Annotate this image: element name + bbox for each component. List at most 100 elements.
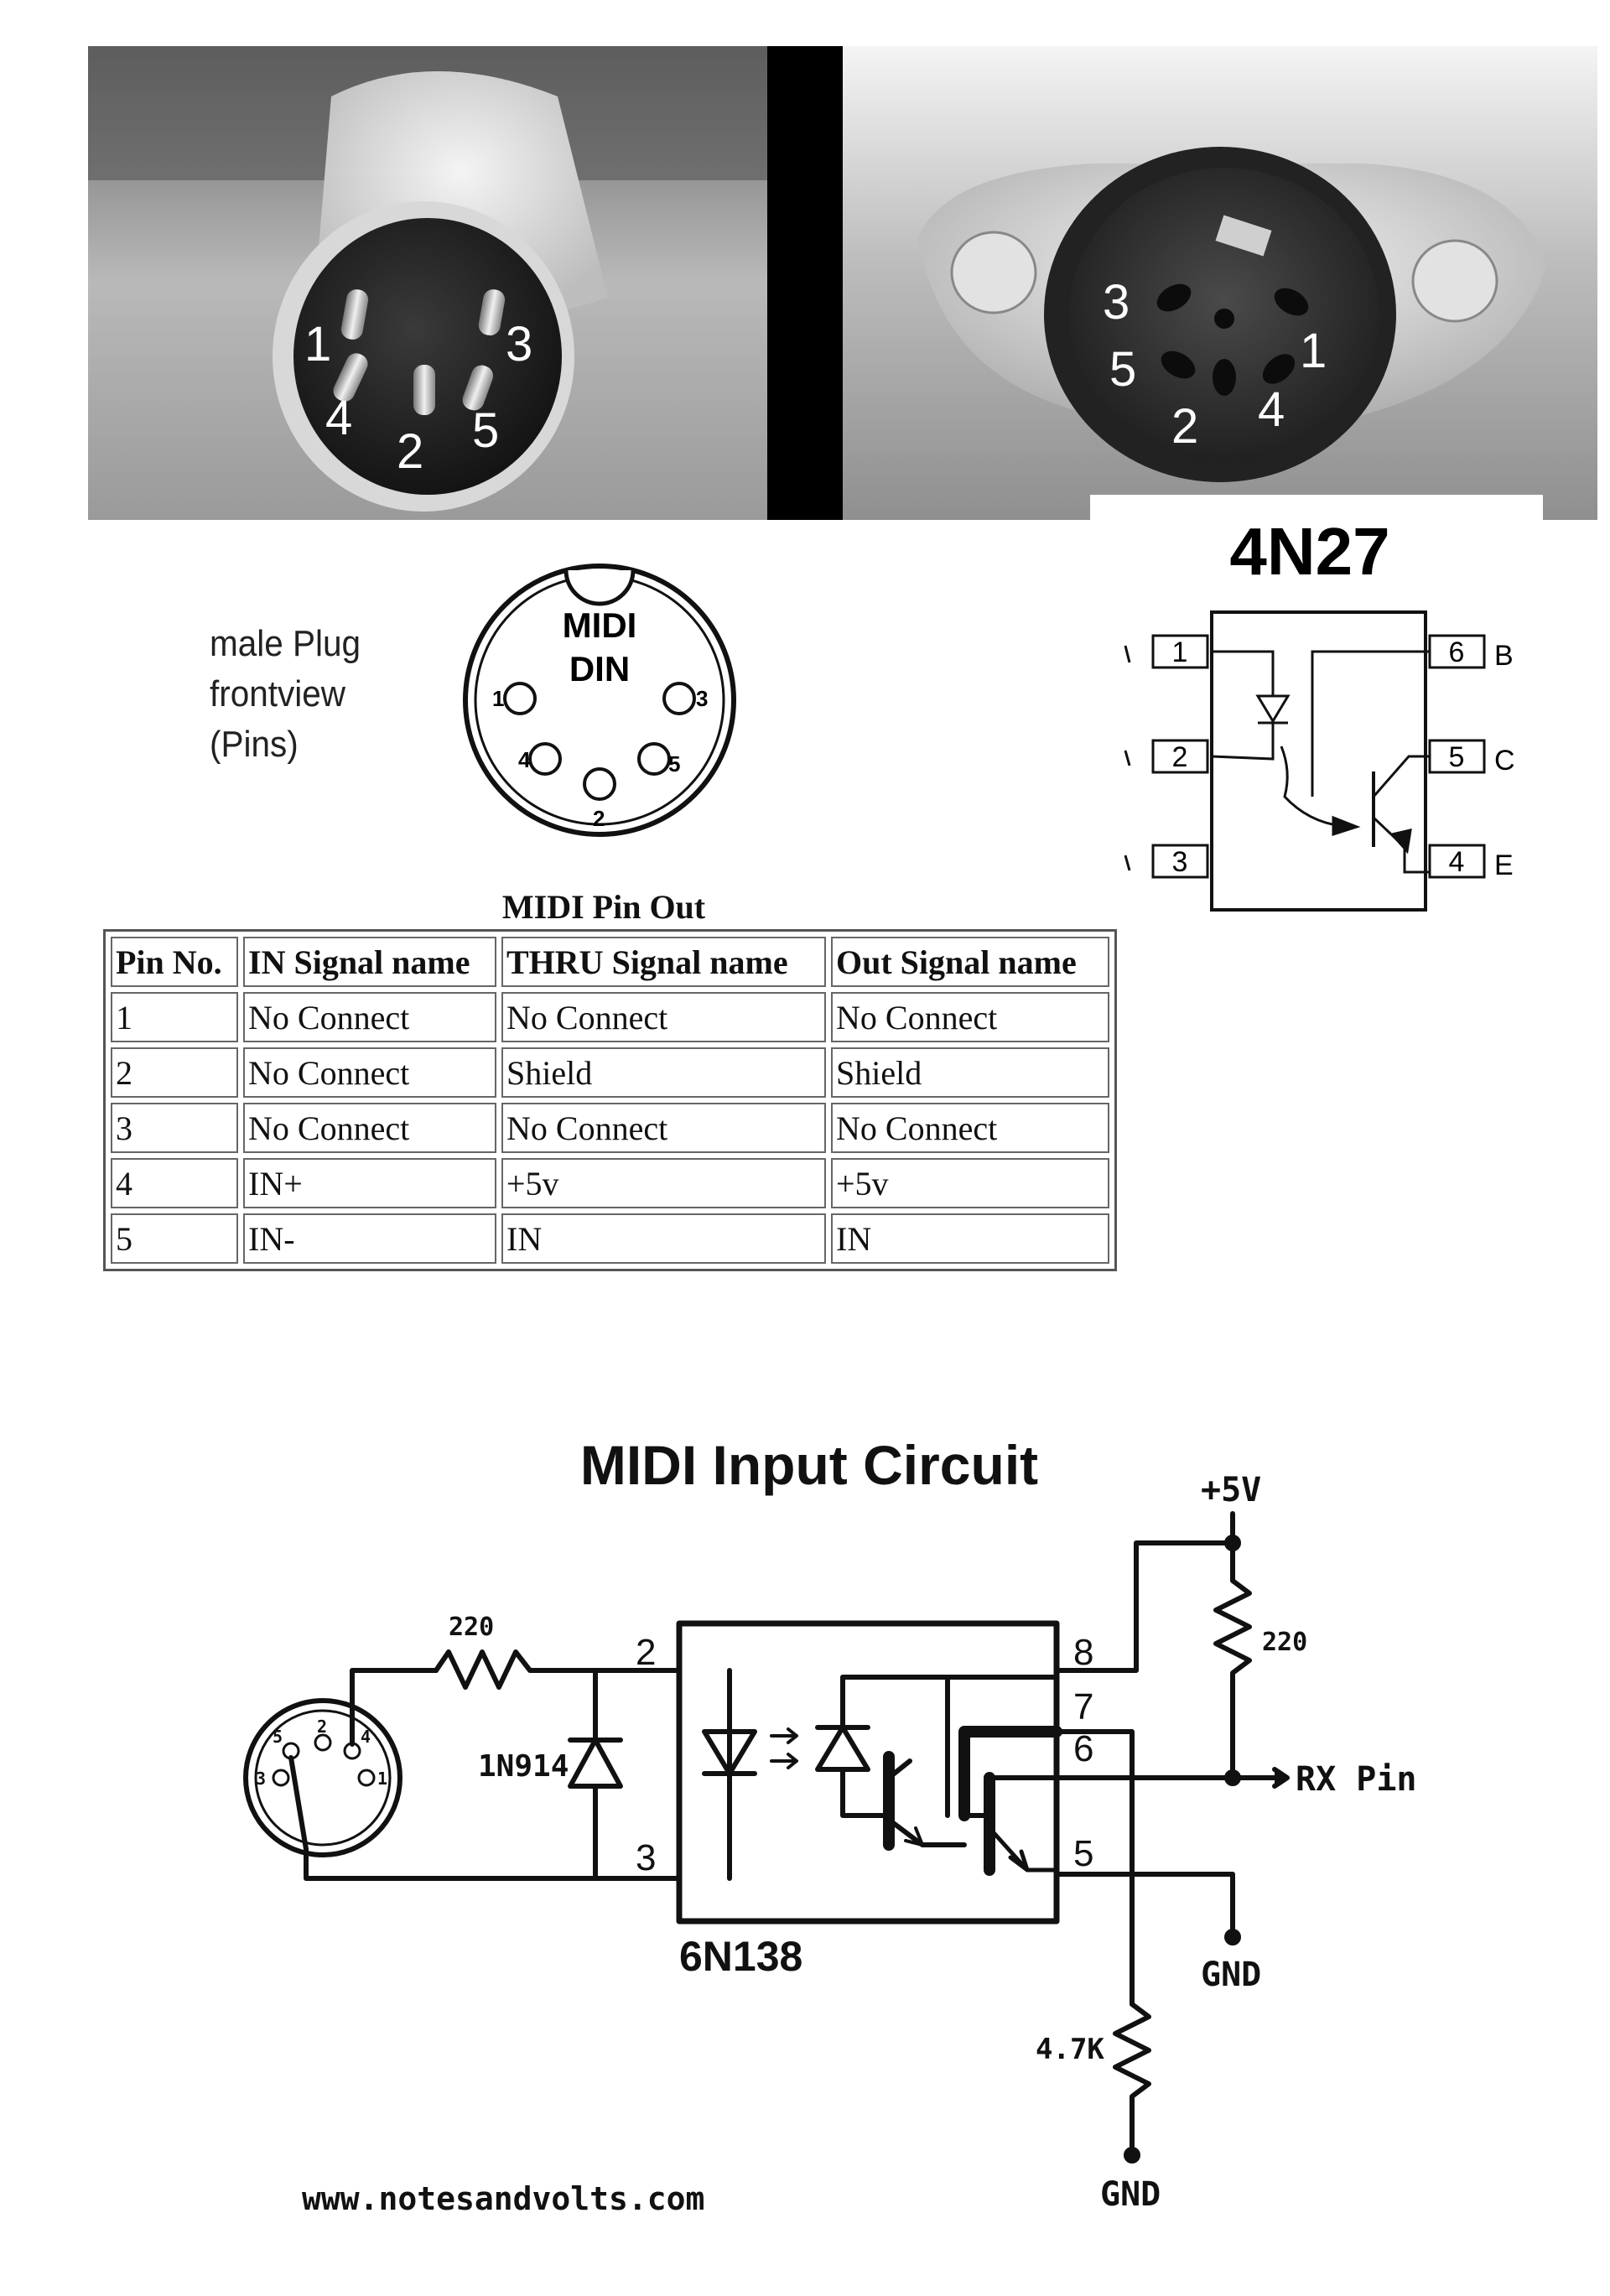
male-plug-caption: male Plug frontview (Pins) xyxy=(210,619,395,770)
midi-input-circuit: MIDI Input Circuit xyxy=(243,1434,1417,2217)
cell-pin: 4 xyxy=(111,1158,238,1208)
label-conn-pin-4: 4 xyxy=(361,1727,371,1747)
label-chip: 6N138 xyxy=(679,1933,802,1980)
cell-out: IN xyxy=(831,1213,1109,1264)
label-gnd-1: GND xyxy=(1201,1956,1261,1994)
din-pin-3-hole xyxy=(662,682,696,715)
cell-pin: 2 xyxy=(111,1047,238,1098)
female-socket-photo: 3 5 1 2 4 xyxy=(843,46,1597,520)
din-title-1: MIDI xyxy=(563,605,637,645)
midi-din-diagram: MIDI DIN 1 3 4 5 2 xyxy=(463,564,736,837)
cell-thru: No Connect xyxy=(501,992,826,1042)
din-pin-2-label: 2 xyxy=(593,806,605,831)
optocoupler-4n27: 4N27 1 2 3 6 5 4 B C E xyxy=(1090,495,1543,939)
phototransistor-symbol xyxy=(1311,650,1430,874)
table-row: 5 IN- IN IN xyxy=(111,1213,1109,1264)
4n27-label-e: E xyxy=(1494,849,1514,881)
cell-thru: No Connect xyxy=(501,1103,826,1153)
cell-out: +5v xyxy=(831,1158,1109,1208)
din-pin-2-hole xyxy=(583,767,616,801)
din-pin-4-hole xyxy=(528,742,562,776)
header-out-signal: Out Signal name xyxy=(831,937,1109,987)
cell-thru: IN xyxy=(501,1213,826,1264)
4n27-pin-1: 1 xyxy=(1172,636,1188,668)
resistor-4-7k xyxy=(1113,2002,1151,2158)
table-row: 1 No Connect No Connect No Connect xyxy=(111,992,1109,1042)
pinout-table-title: MIDI Pin Out xyxy=(501,888,706,926)
table-row: 4 IN+ +5v +5v xyxy=(111,1158,1109,1208)
label-supply: +5V xyxy=(1201,1471,1261,1509)
label-chip-pin-6: 6 xyxy=(1073,1728,1093,1769)
4n27-label-c: C xyxy=(1494,745,1515,777)
din-pin-1-label: 1 xyxy=(492,686,504,711)
female-pin-4-label: 4 xyxy=(1258,382,1285,437)
cell-in: No Connect xyxy=(243,1103,496,1153)
cell-pin: 5 xyxy=(111,1213,238,1264)
4n27-pin-3: 3 xyxy=(1172,846,1188,878)
label-conn-pin-3: 3 xyxy=(256,1769,266,1789)
table-header-row: Pin No. IN Signal name THRU Signal name … xyxy=(111,937,1109,987)
label-resistor-220-input: 220 xyxy=(449,1613,494,1642)
din-title-2: DIN xyxy=(569,649,630,688)
4n27-pin-4: 4 xyxy=(1449,846,1465,878)
header-pin-no: Pin No. xyxy=(111,937,238,987)
female-pin-3-label: 3 xyxy=(1103,275,1130,330)
caption-line-3: (Pins) xyxy=(210,724,299,765)
led-symbol xyxy=(1211,650,1361,837)
label-resistor-4-7k: 4.7K xyxy=(1036,2033,1104,2066)
pinout-table: Pin No. IN Signal name THRU Signal name … xyxy=(103,929,1117,1271)
chip-6n138 xyxy=(676,1620,1060,1925)
female-pin-2-label: 2 xyxy=(1171,399,1199,454)
male-pin-2-label: 2 xyxy=(397,424,424,479)
cell-pin: 1 xyxy=(111,992,238,1042)
female-pin-5-label: 5 xyxy=(1109,342,1137,397)
male-pin-3-label: 3 xyxy=(506,317,533,371)
label-conn-pin-2: 2 xyxy=(317,1717,327,1737)
label-chip-pin-2: 2 xyxy=(636,1632,656,1673)
female-pin-1-label: 1 xyxy=(1300,324,1327,378)
label-chip-pin-5: 5 xyxy=(1073,1833,1093,1874)
cell-out: Shield xyxy=(831,1047,1109,1098)
male-pin-5-label: 5 xyxy=(472,403,500,458)
cell-thru: Shield xyxy=(501,1047,826,1098)
photo-divider xyxy=(767,46,843,520)
4n27-pin-5: 5 xyxy=(1449,741,1465,773)
label-diode: 1N914 xyxy=(478,1749,569,1784)
label-pullup: 220 xyxy=(1262,1628,1307,1657)
din-pin-4-label: 4 xyxy=(518,747,531,772)
din-pin-5-label: 5 xyxy=(668,751,680,777)
footer-url: www.notesandvolts.com xyxy=(302,2180,704,2217)
cell-in: IN+ xyxy=(243,1158,496,1208)
cell-in: No Connect xyxy=(243,992,496,1042)
label-conn-pin-5: 5 xyxy=(273,1727,283,1747)
male-pin-4-label: 4 xyxy=(325,391,353,445)
cell-out: No Connect xyxy=(831,1103,1109,1153)
label-chip-pin-7: 7 xyxy=(1073,1686,1093,1727)
circuit-din-connector xyxy=(243,1698,402,1857)
label-chip-pin-3: 3 xyxy=(636,1837,656,1878)
cell-pin: 3 xyxy=(111,1103,238,1153)
4n27-pin-2: 2 xyxy=(1172,741,1188,773)
caption-line-1: male Plug xyxy=(210,623,361,664)
header-in-signal: IN Signal name xyxy=(243,937,496,987)
cell-thru: +5v xyxy=(501,1158,826,1208)
label-conn-pin-1: 1 xyxy=(377,1769,387,1789)
label-rx-pin: RX Pin xyxy=(1296,1760,1417,1799)
male-plug-photo: 1 3 4 2 5 xyxy=(88,46,767,520)
4n27-pin-6: 6 xyxy=(1449,636,1465,668)
cell-in: No Connect xyxy=(243,1047,496,1098)
4n27-label-b: B xyxy=(1494,640,1514,672)
circuit-title: MIDI Input Circuit xyxy=(580,1434,1038,1496)
label-gnd-2: GND xyxy=(1100,2175,1161,2214)
male-pin-1-label: 1 xyxy=(304,317,332,371)
header-thru-signal: THRU Signal name xyxy=(501,937,826,987)
4n27-title: 4N27 xyxy=(1229,514,1389,589)
din-pin-5-hole xyxy=(637,742,671,776)
resistor-220-input xyxy=(434,1649,682,1690)
caption-line-2: frontview xyxy=(210,673,345,714)
din-pin-1-hole xyxy=(503,682,537,715)
resistor-220-pullup xyxy=(1213,1540,1252,1780)
din-pin-3-label: 3 xyxy=(696,686,708,711)
diode-1n914 xyxy=(568,1738,623,1789)
table-row: 3 No Connect No Connect No Connect xyxy=(111,1103,1109,1153)
